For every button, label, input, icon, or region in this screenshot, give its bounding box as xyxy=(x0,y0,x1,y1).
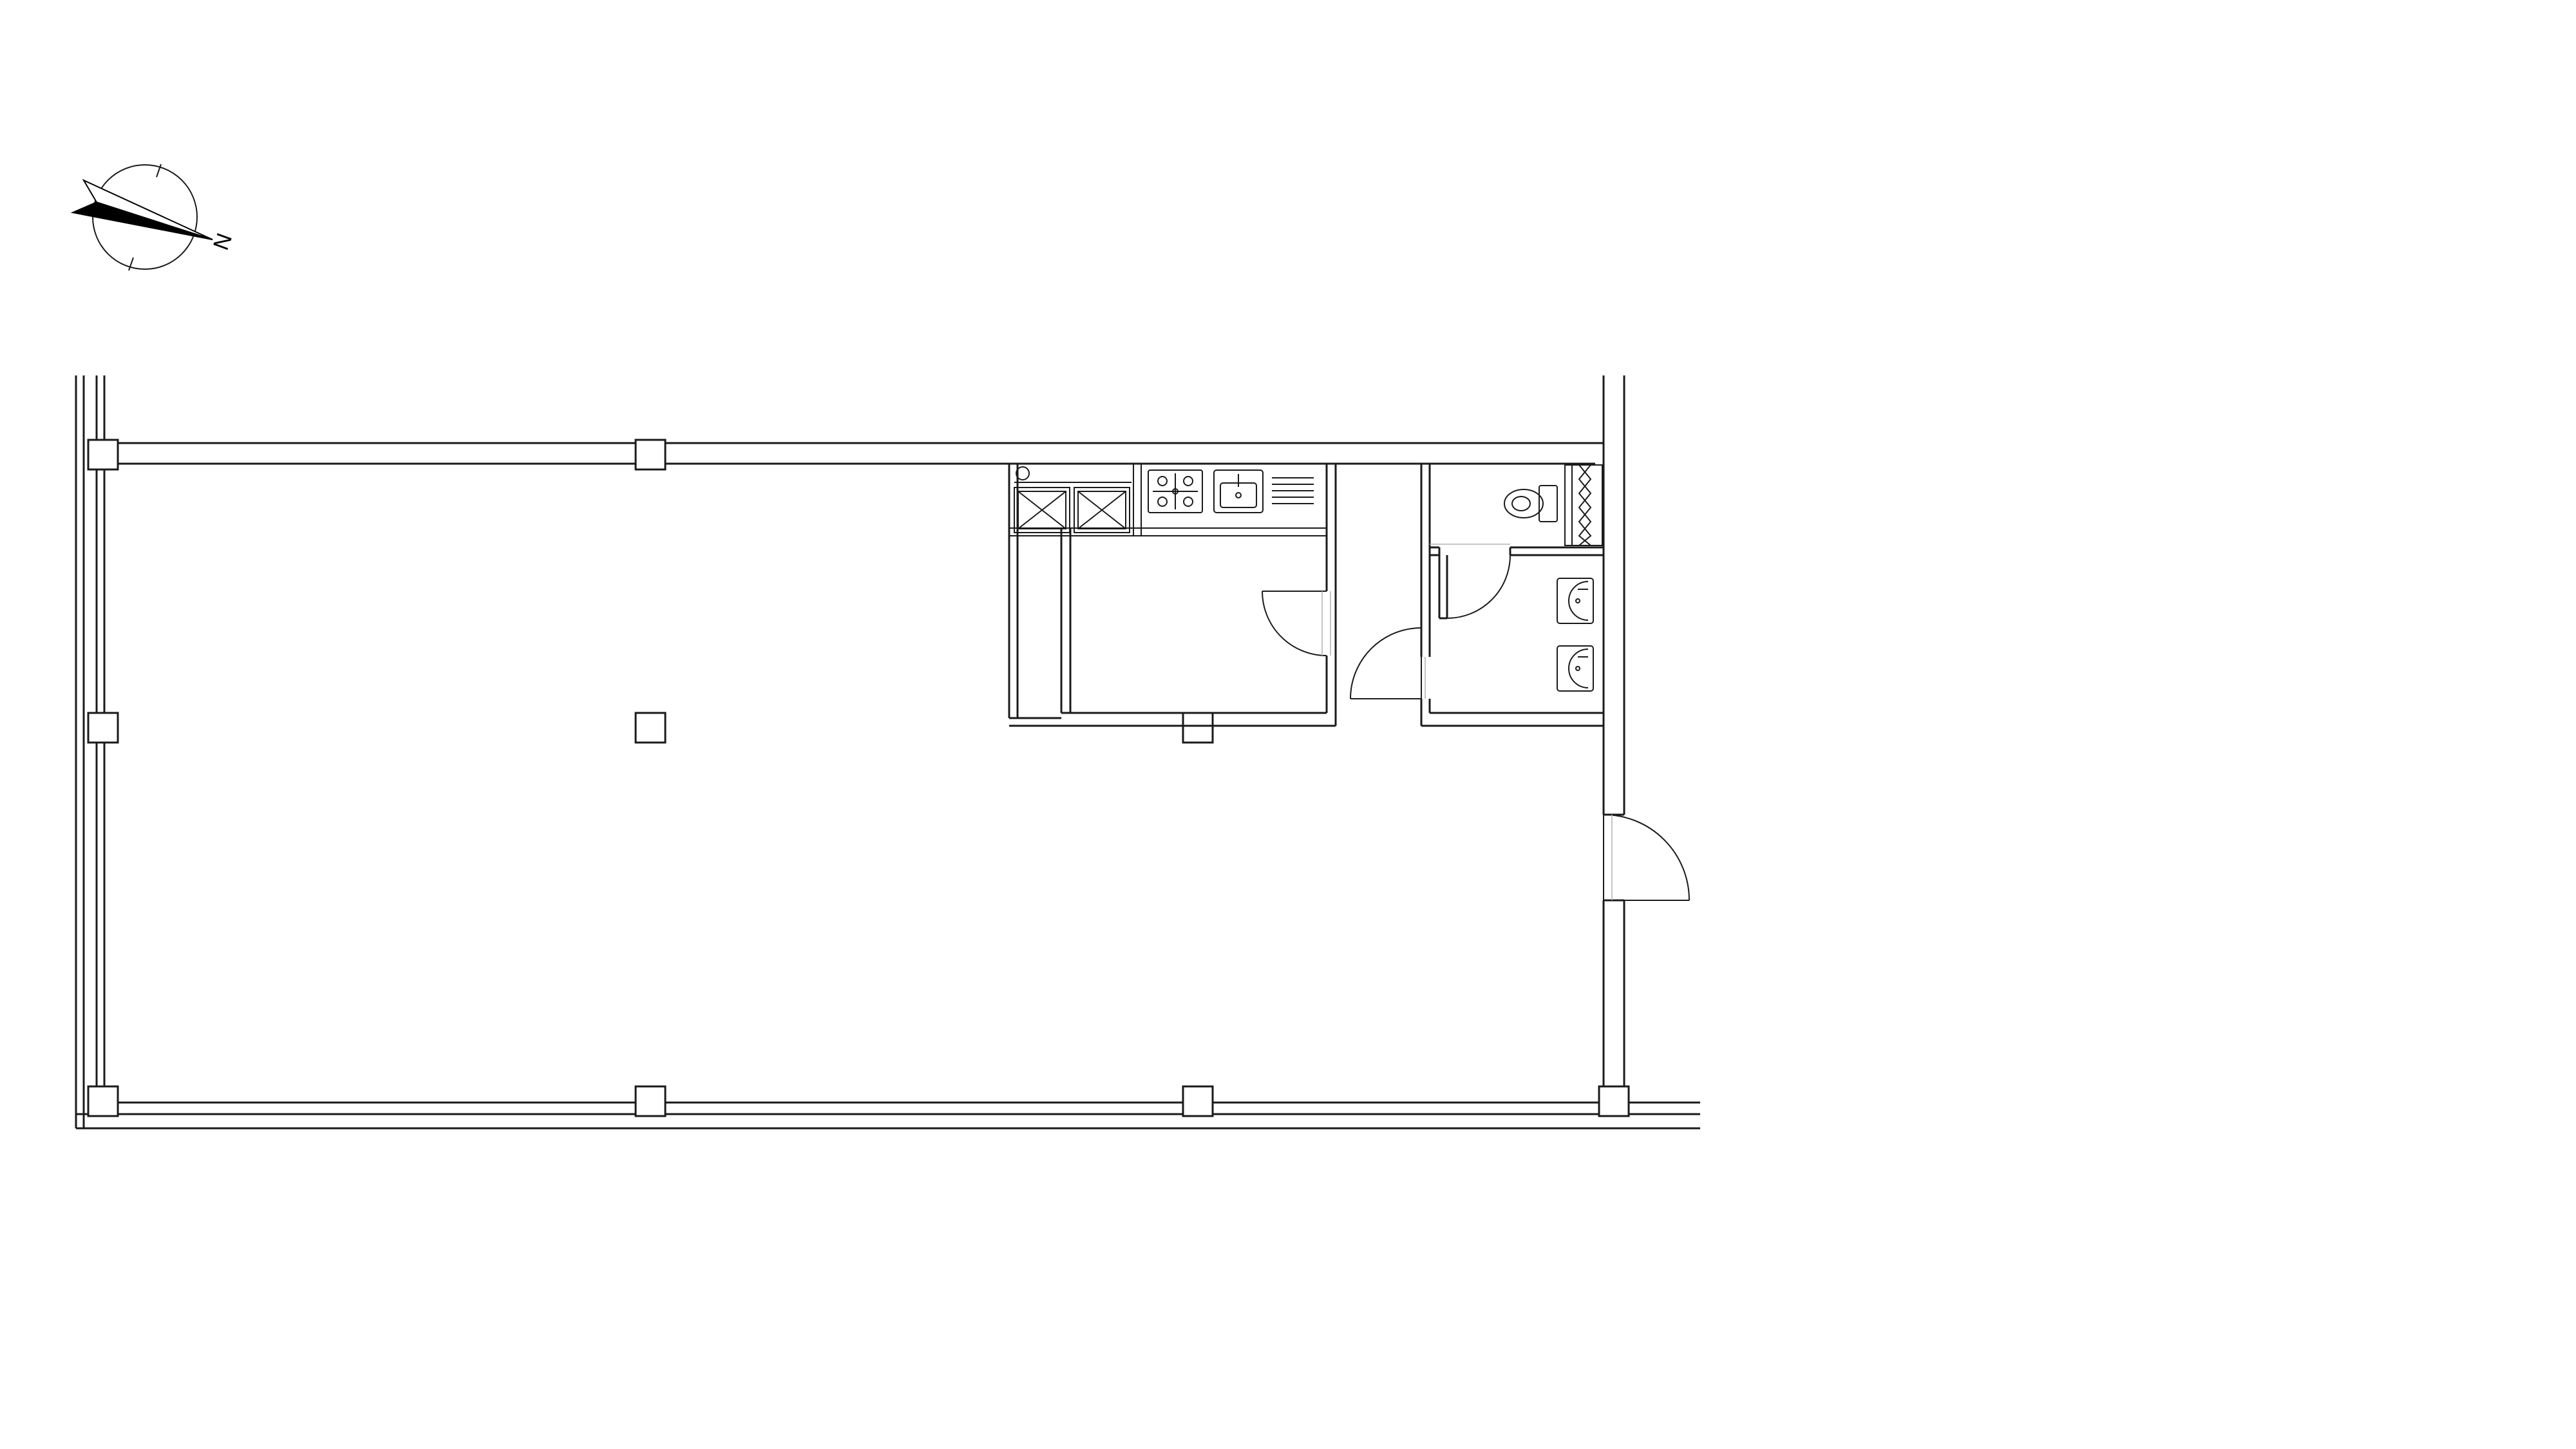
exterior-walls xyxy=(75,375,1700,1130)
north-arrow-tick-top xyxy=(156,164,162,178)
kitchen-counter xyxy=(1009,464,1327,536)
north-arrow: N xyxy=(70,164,237,271)
column xyxy=(87,712,119,744)
pipe-shaft-icon xyxy=(1564,464,1603,546)
toilet-stall-door xyxy=(1446,554,1511,619)
stove-icon xyxy=(1148,469,1203,513)
north-arrow-tick-bottom xyxy=(128,257,134,271)
appliance-unit-2 xyxy=(1074,487,1130,533)
kitchen-sink-icon xyxy=(1213,469,1264,513)
column xyxy=(1182,1085,1214,1117)
kitchen-door xyxy=(1262,591,1331,656)
north-arrow-label: N xyxy=(209,230,237,253)
column xyxy=(87,1085,119,1117)
column xyxy=(634,439,667,471)
drainboard-icon xyxy=(1272,477,1314,504)
column xyxy=(1598,1085,1630,1117)
wash-basin-icon-2 xyxy=(1557,645,1594,692)
restroom-door xyxy=(1350,627,1426,699)
appliance-unit-1 xyxy=(1014,487,1070,533)
column xyxy=(87,439,119,471)
structural-columns xyxy=(87,439,1630,1117)
column xyxy=(634,1085,667,1117)
column xyxy=(1182,712,1214,744)
column xyxy=(634,712,667,744)
north-arrow-needle-light xyxy=(82,178,213,240)
restroom xyxy=(1350,464,1604,727)
toilet-icon xyxy=(1504,485,1558,522)
kitchen-room xyxy=(1008,464,1337,727)
wash-basin-icon-1 xyxy=(1557,578,1594,624)
main-entry-door xyxy=(1603,814,1690,901)
water-heater-icon xyxy=(1014,466,1132,483)
